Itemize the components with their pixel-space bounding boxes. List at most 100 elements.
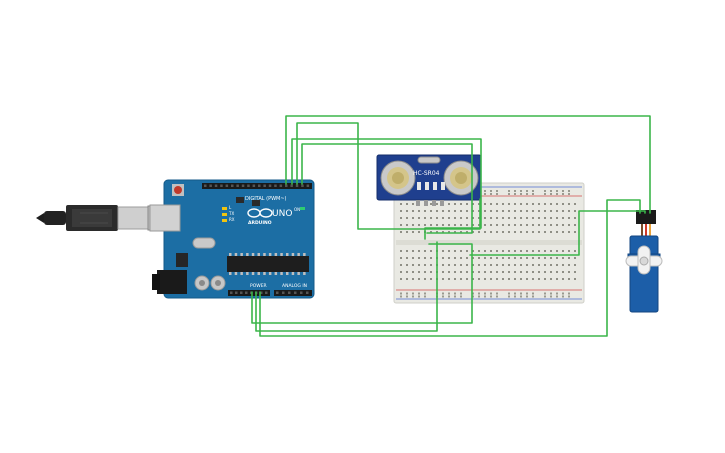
chip-pin <box>234 272 238 275</box>
analog-header-label: ANALOG IN <box>282 283 307 289</box>
breadboard-hole <box>490 203 492 205</box>
breadboard-hole <box>496 292 498 295</box>
breadboard-hole <box>502 257 504 259</box>
breadboard-hole <box>532 264 534 266</box>
wire-sensor-loop-2[interactable] <box>291 138 482 240</box>
power-pin-header[interactable] <box>228 290 270 296</box>
breadboard-hole <box>412 295 414 298</box>
breadboard-hole <box>508 203 510 205</box>
breadboard-hole <box>478 231 480 233</box>
header-hole <box>252 184 256 187</box>
header-hole <box>260 291 263 294</box>
breadboard-hole <box>412 250 414 252</box>
breadboard-hole <box>448 250 450 252</box>
usb-port <box>149 204 181 232</box>
chip-pin <box>297 253 300 256</box>
breadboard-hole <box>574 278 576 280</box>
breadboard-hole <box>484 224 486 226</box>
header-hole <box>258 184 261 187</box>
ultrasonic-sensor-hc-sr04[interactable]: HC-SR04 <box>376 154 482 206</box>
breadboard-hole <box>520 271 522 273</box>
breadboard-hole <box>478 295 480 298</box>
wire-servo-gnd[interactable] <box>259 199 641 337</box>
breadboard-hole <box>556 231 558 233</box>
wire-sensor-loop-1[interactable] <box>296 122 481 230</box>
chip-pin <box>229 253 232 256</box>
breadboard-hole <box>532 250 534 252</box>
breadboard-hole <box>550 190 552 192</box>
breadboard-hole <box>472 271 474 273</box>
breadboard-hole <box>484 203 486 205</box>
breadboard-hole <box>520 257 522 259</box>
breadboard-hole <box>400 217 402 219</box>
breadboard-hole <box>454 292 456 295</box>
breadboard-hole <box>466 224 468 226</box>
breadboard-hole <box>412 224 414 226</box>
header-hole <box>241 184 245 187</box>
breadboard-hole <box>472 292 474 295</box>
breadboard-hole <box>466 217 468 219</box>
breadboard-hole <box>418 250 420 252</box>
breadboard-hole <box>562 231 564 233</box>
breadboard-hole <box>484 193 486 195</box>
breadboard-hole <box>562 203 564 205</box>
breadboard-hole <box>556 203 558 205</box>
breadboard-hole <box>424 224 426 226</box>
breadboard-hole <box>502 250 504 252</box>
breadboard-hole <box>448 210 450 212</box>
breadboard-hole <box>484 271 486 273</box>
breadboard-hole <box>532 193 534 195</box>
wire-power-5v[interactable] <box>255 241 438 332</box>
breadboard-hole <box>520 190 522 192</box>
analog-pin-header[interactable] <box>274 290 312 296</box>
breadboard-hole <box>484 231 486 233</box>
breadboard-hole <box>532 203 534 205</box>
arduino-uno-board[interactable]: DIGITAL (PWM~) L TX RX ON UNO ARDUINO PO… <box>149 179 315 299</box>
breadboard-hole <box>532 231 534 233</box>
breadboard[interactable] <box>393 182 585 304</box>
wire-power-gnd[interactable] <box>251 243 473 324</box>
breadboard-hole <box>508 224 510 226</box>
breadboard-hole <box>454 295 456 298</box>
breadboard-hole <box>460 278 462 280</box>
breadboard-hole <box>496 295 498 298</box>
breadboard-hole <box>400 278 402 280</box>
digital-pin-header[interactable] <box>202 183 312 189</box>
breadboard-hole <box>442 231 444 233</box>
breadboard-hole <box>574 210 576 212</box>
breadboard-hole <box>538 217 540 219</box>
wire-servo-signal[interactable] <box>285 115 651 214</box>
breadboard-hole <box>508 257 510 259</box>
breadboard-hole <box>490 295 492 298</box>
sensor-model-label: HC-SR04 <box>413 170 440 177</box>
wire-echo-trig[interactable] <box>301 143 473 234</box>
breadboard-hole <box>532 278 534 280</box>
breadboard-hole <box>478 217 480 219</box>
breadboard-hole <box>448 231 450 233</box>
breadboard-hole <box>490 271 492 273</box>
breadboard-hole <box>466 231 468 233</box>
header-hole <box>263 184 266 187</box>
breadboard-hole <box>412 278 414 280</box>
breadboard-hole <box>514 250 516 252</box>
chip-pin <box>286 272 289 275</box>
breadboard-hole <box>412 210 414 212</box>
breadboard-hole <box>568 231 570 233</box>
wire-rail-servo[interactable] <box>469 210 646 256</box>
header-hole <box>300 291 303 294</box>
breadboard-hole <box>538 231 540 233</box>
chip-pin <box>251 253 255 256</box>
breadboard-hole <box>502 210 504 212</box>
breadboard-hole <box>490 193 492 195</box>
l-led-label: L <box>229 205 232 210</box>
breadboard-hole <box>448 217 450 219</box>
chip-pin <box>280 253 283 256</box>
breadboard-hole <box>484 264 486 266</box>
rx-led-label: RX <box>229 217 235 222</box>
breadboard-hole <box>496 210 498 212</box>
breadboard-hole <box>448 264 450 266</box>
breadboard-hole <box>430 210 432 212</box>
breadboard-hole <box>448 224 450 226</box>
servo-motor[interactable] <box>625 210 663 313</box>
breadboard-hole <box>520 250 522 252</box>
